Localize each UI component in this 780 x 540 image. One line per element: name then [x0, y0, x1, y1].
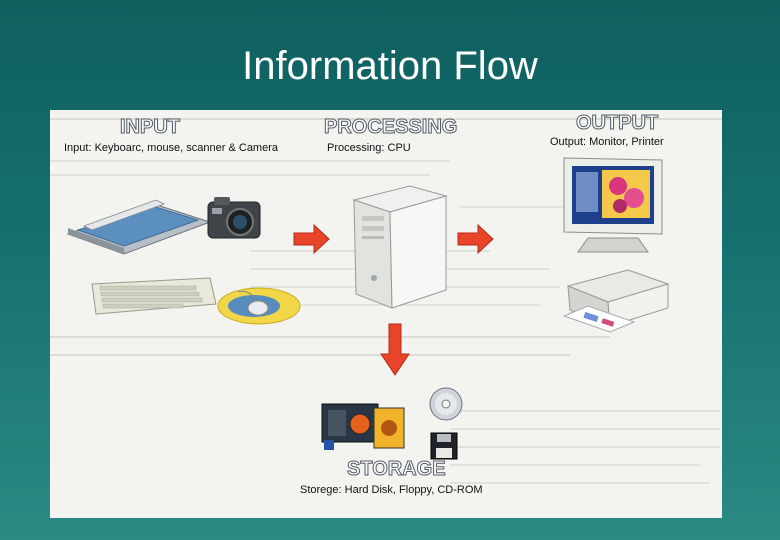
processing-caption: Processing: CPU: [327, 142, 411, 154]
cd-rom-icon: [429, 387, 463, 421]
floppy-disk-icon: [430, 432, 458, 460]
cpu-tower-icon: [352, 185, 448, 309]
storage-heading: STORAGE: [347, 458, 447, 481]
scanner-icon: [66, 199, 212, 255]
arrow-processing-to-output: [457, 223, 494, 255]
storage-caption: Storege: Hard Disk, Floppy, CD-ROM: [300, 484, 483, 496]
arrow-input-to-processing: [293, 223, 330, 255]
slide-title: Information Flow: [242, 44, 538, 88]
keyboard-icon: [91, 277, 217, 315]
tape-drive-icon: [321, 403, 405, 450]
input-heading: INPUT: [120, 116, 181, 139]
processing-heading: PROCESSING: [323, 116, 458, 139]
mouse-icon: [217, 287, 301, 325]
monitor-icon: [563, 157, 663, 253]
input-caption: Input: Keyboarc, mouse, scanner & Camera: [64, 142, 278, 154]
diagram-panel: INPUT PROCESSING OUTPUT STORAGE Input: K…: [50, 110, 722, 518]
camera-icon: [207, 197, 261, 239]
printer-icon: [562, 269, 670, 333]
output-caption: Output: Monitor, Printer: [550, 136, 664, 148]
arrow-processing-to-storage: [380, 323, 410, 376]
output-heading: OUTPUT: [575, 112, 659, 135]
